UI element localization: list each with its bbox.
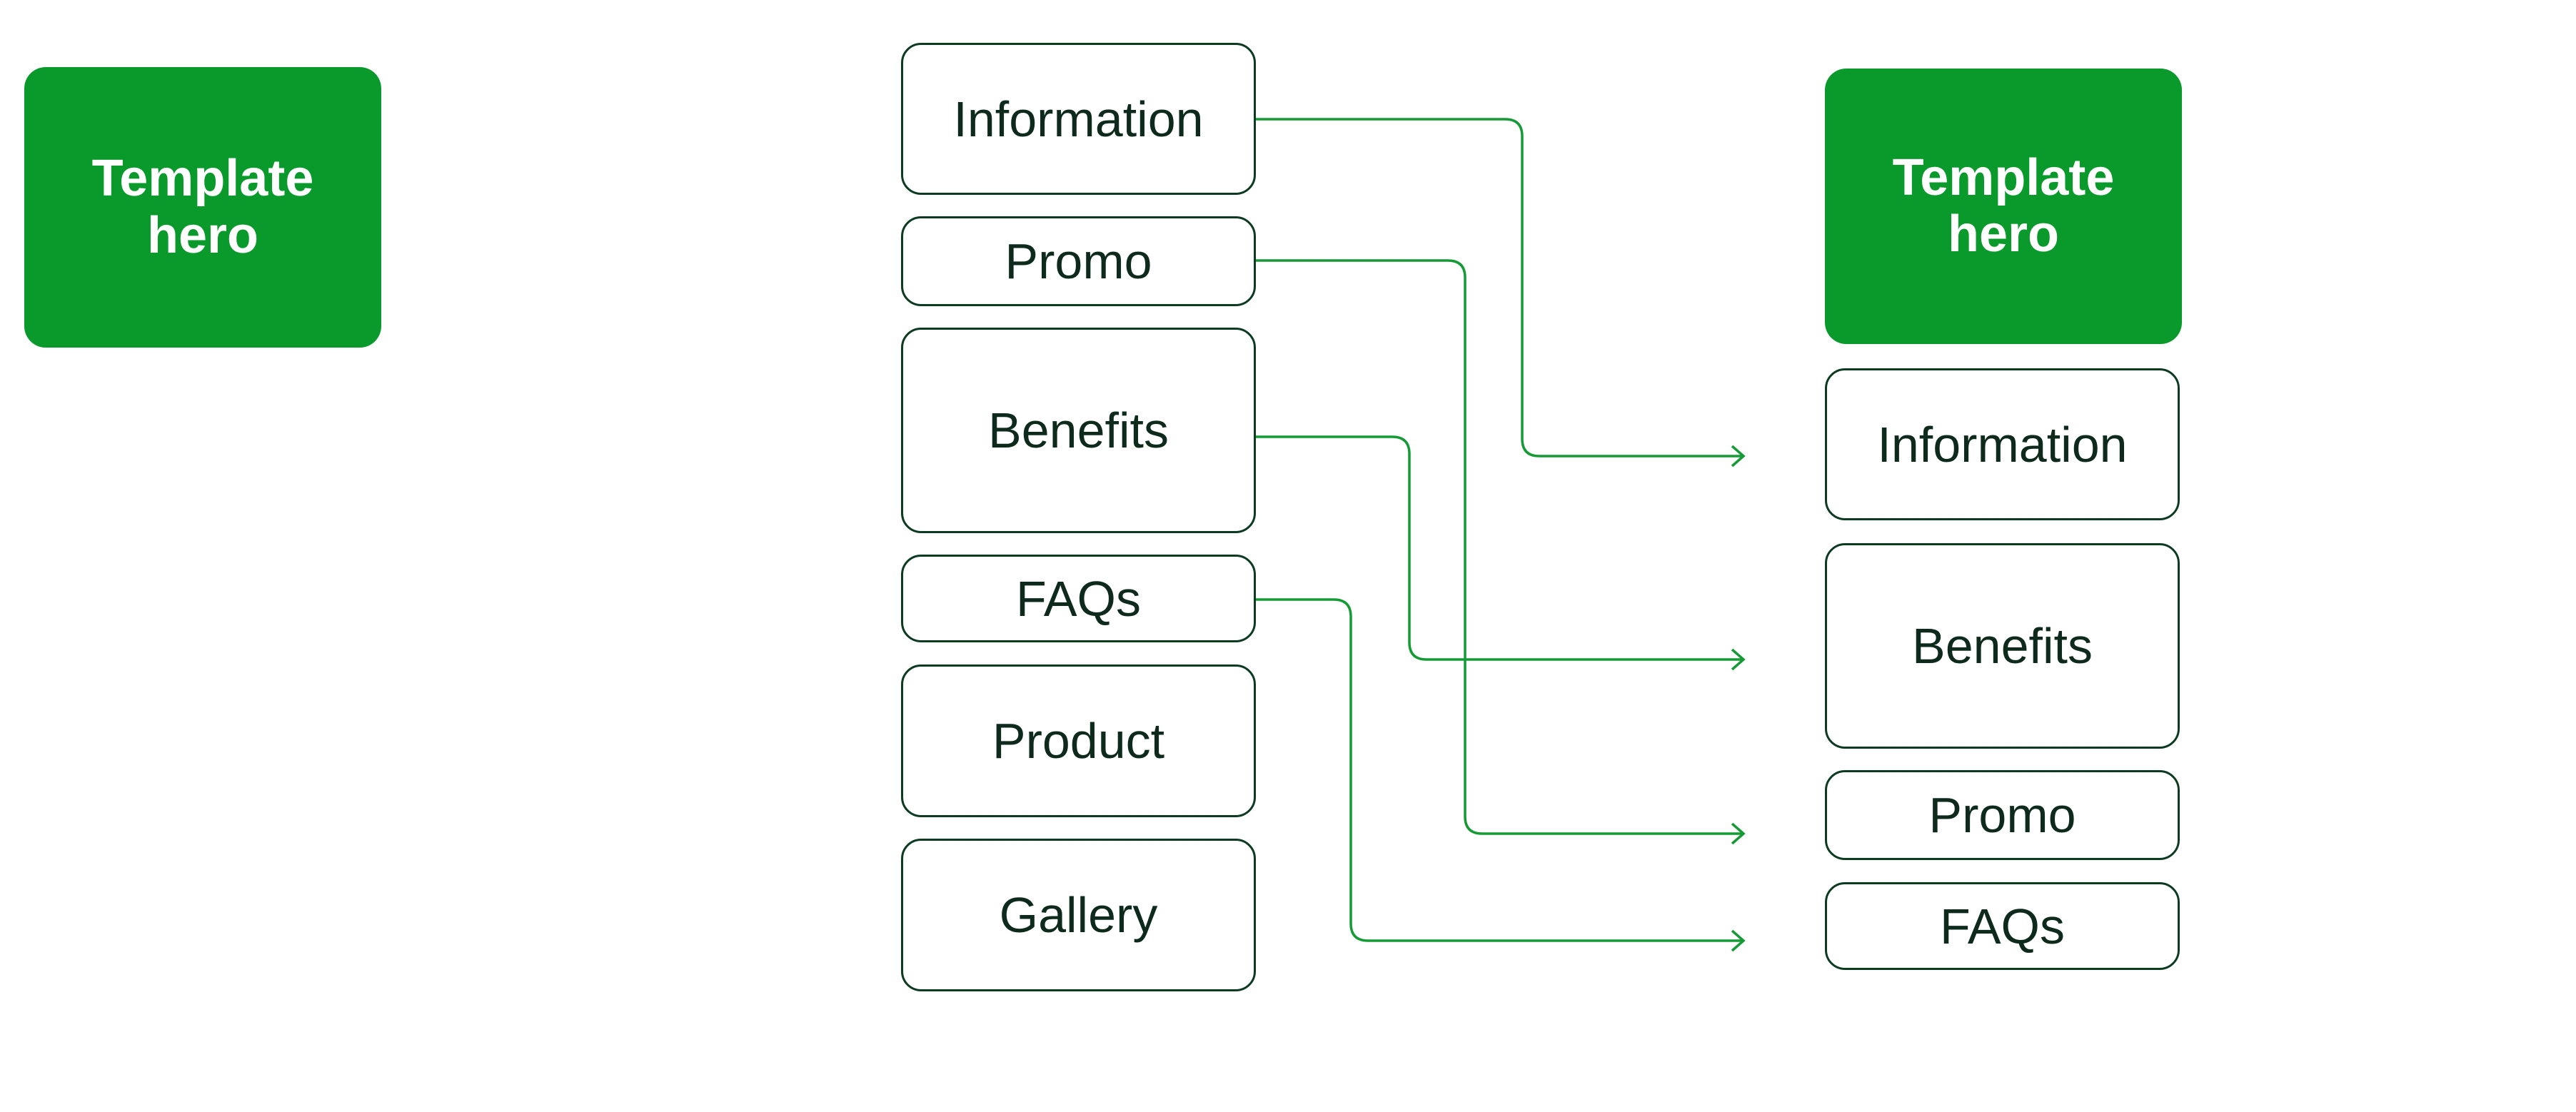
- target-box-promo-label: Promo: [1928, 787, 2076, 843]
- connector-promo: [1256, 259, 1746, 845]
- source-box-promo-label: Promo: [1005, 233, 1152, 289]
- target-template-hero: Template hero: [1825, 69, 2182, 344]
- target-template-hero-label-line2: hero: [1947, 206, 2060, 263]
- source-box-information-label: Information: [953, 91, 1204, 147]
- source-box-information: Information: [901, 43, 1256, 195]
- connector-faqs: [1256, 598, 1746, 952]
- source-box-promo: Promo: [901, 216, 1256, 306]
- target-template-hero-label: Template hero: [1892, 148, 2115, 263]
- target-box-benefits-label: Benefits: [1912, 618, 2093, 674]
- source-box-faqs: FAQs: [901, 555, 1256, 642]
- source-box-product-label: Product: [992, 713, 1165, 769]
- left-template-hero: Template hero: [24, 67, 381, 348]
- left-template-hero-label-line2: hero: [146, 206, 259, 264]
- source-box-benefits-label: Benefits: [988, 403, 1169, 458]
- left-template-hero-label: Template hero: [91, 150, 314, 264]
- source-box-benefits: Benefits: [901, 328, 1256, 533]
- source-box-product: Product: [901, 664, 1256, 817]
- target-template-hero-label-line1: Template: [1892, 148, 2115, 206]
- target-box-information: Information: [1825, 368, 2180, 520]
- left-template-hero-label-line1: Template: [91, 150, 314, 208]
- source-box-gallery-label: Gallery: [999, 887, 1158, 943]
- target-box-information-label: Information: [1877, 416, 2128, 472]
- target-box-promo: Promo: [1825, 770, 2180, 860]
- source-box-gallery: Gallery: [901, 839, 1256, 991]
- target-box-benefits: Benefits: [1825, 543, 2180, 749]
- target-box-faqs-label: FAQs: [1939, 898, 2066, 954]
- target-box-faqs: FAQs: [1825, 882, 2180, 970]
- connector-benefits: [1256, 435, 1746, 671]
- connector-information: [1256, 118, 1746, 467]
- source-box-faqs-label: FAQs: [1015, 570, 1142, 627]
